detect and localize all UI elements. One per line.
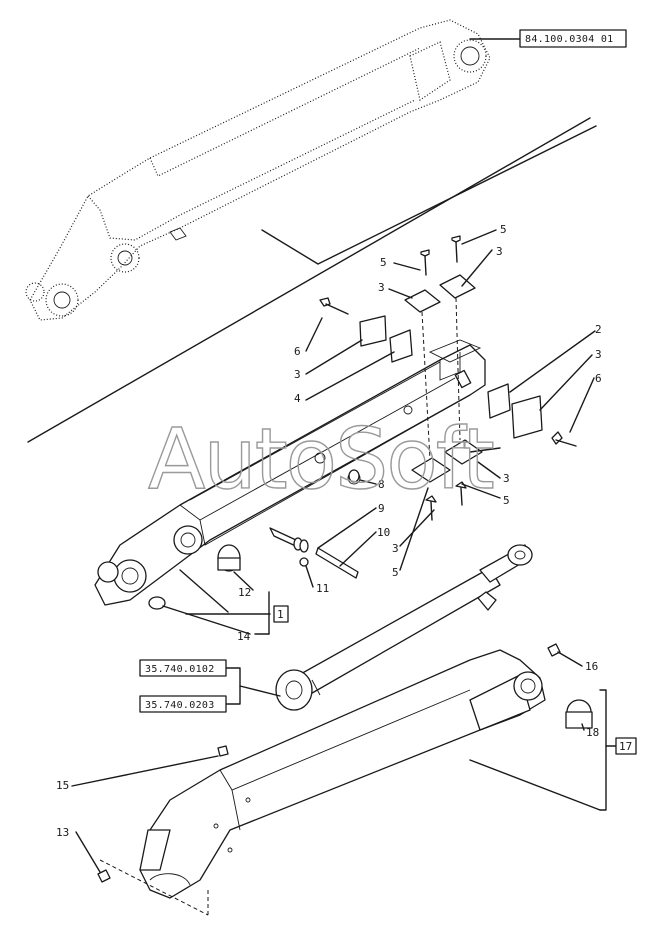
ref-cylinder-b: 35.740.0203 [145, 700, 215, 711]
hydraulic-cylinder [275, 544, 533, 711]
watermark: AutoSoft [148, 410, 493, 508]
callout-5-lower: 5 [392, 566, 399, 579]
view-separator-notch [261, 125, 597, 265]
callout-5-lower-right: 5 [503, 494, 510, 507]
callout-3-right: 3 [595, 348, 602, 361]
inner-boom [94, 339, 486, 606]
screws [319, 235, 577, 521]
callout-3-mid: 3 [294, 368, 301, 381]
callout-4: 4 [294, 392, 301, 405]
callout-9: 9 [378, 502, 385, 515]
view-separator [27, 117, 591, 443]
callout-18: 18 [586, 726, 599, 739]
callout-15: 15 [56, 779, 69, 792]
wear-pads [359, 274, 543, 483]
callout-8: 8 [378, 478, 385, 491]
callout-11: 11 [316, 582, 329, 595]
ref-top-boom: 84.100.0304 01 [525, 34, 614, 45]
callout-13: 13 [56, 826, 69, 839]
callout-12: 12 [238, 586, 251, 599]
callout-2: 2 [595, 323, 602, 336]
callout-3-left: 3 [378, 281, 385, 294]
callout-5-left: 5 [380, 256, 387, 269]
outer-boom-reference: 84.100.0304 01 [25, 19, 627, 321]
callout-14: 14 [237, 630, 251, 643]
main-boom [97, 643, 593, 916]
callout-6-right: 6 [595, 372, 602, 385]
leader-lines [71, 229, 617, 873]
callout-10: 10 [377, 526, 390, 539]
ref-cylinder-a: 35.740.0102 [145, 664, 215, 675]
callout-3-top: 3 [496, 245, 503, 258]
callout-6-left: 6 [294, 345, 301, 358]
callout-16: 16 [585, 660, 598, 673]
callout-3-lower: 3 [392, 542, 399, 555]
callout-1: 1 [277, 608, 284, 621]
pins-bushings [148, 469, 360, 610]
callout-17: 17 [619, 740, 632, 753]
callout-3-lower-right: 3 [503, 472, 510, 485]
callout-5-top: 5 [500, 223, 507, 236]
callout-labels: 5 3 5 3 6 3 4 2 3 6 3 5 8 9 10 11 3 5 12… [56, 223, 637, 839]
